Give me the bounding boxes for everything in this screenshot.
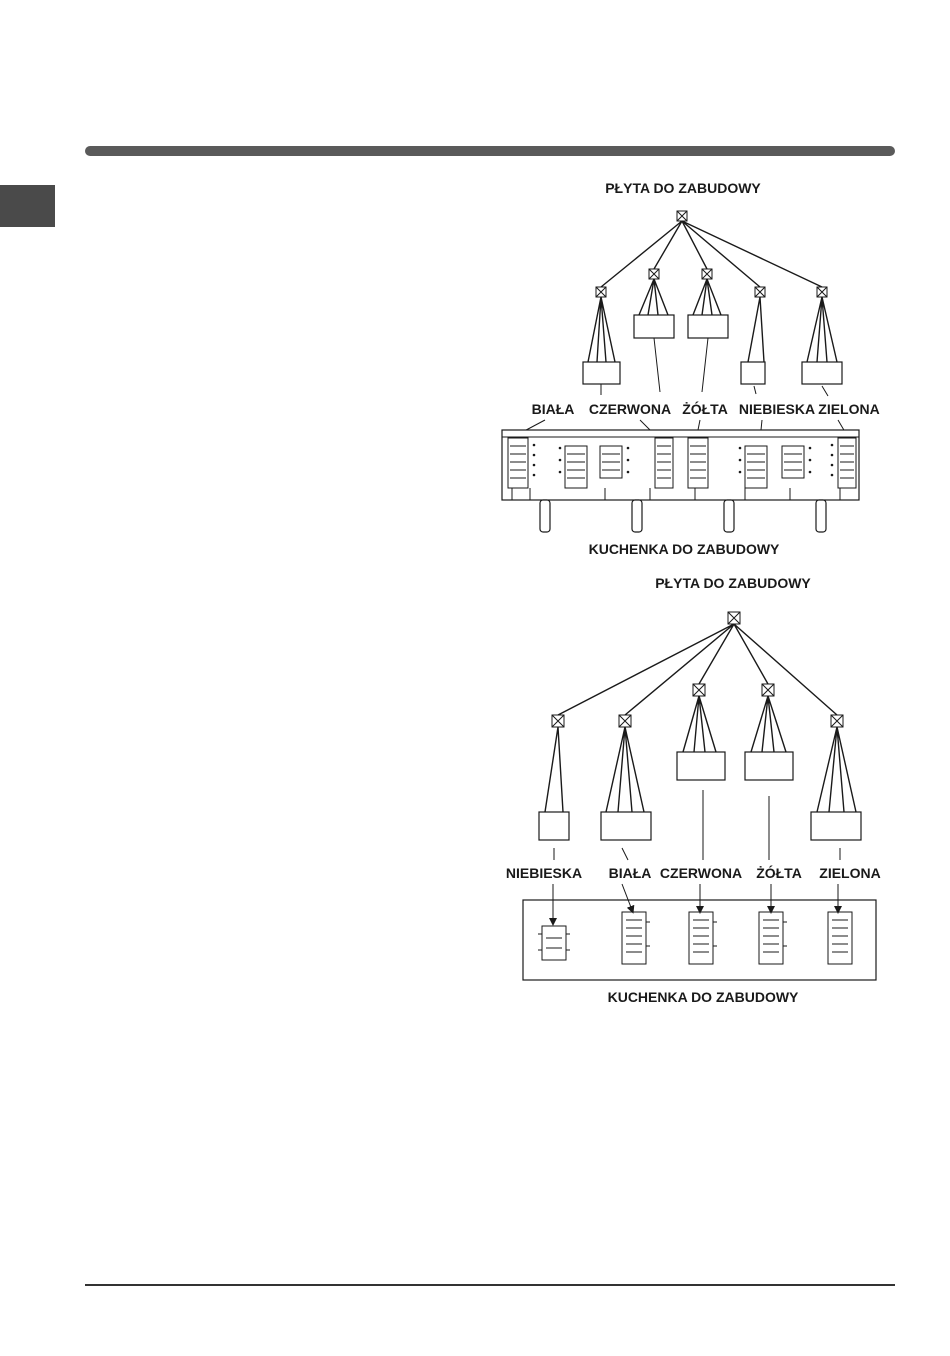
bottom-label-blue: NIEBIESKA	[506, 865, 582, 881]
top-knob-shafts	[540, 500, 826, 532]
bottom-plug-blue	[539, 727, 569, 840]
top-label-white: BIAŁA	[532, 401, 575, 417]
bottom-plug-yellow	[745, 696, 793, 780]
bottom-target-label: KUCHENKA DO ZABUDOWY	[608, 989, 799, 1005]
bottom-leader-lines	[554, 790, 840, 860]
wiring-diagram-bottom: PŁYTA DO ZABUDOWY	[506, 575, 881, 1005]
top-oven-control-panel	[502, 430, 859, 500]
top-label-green: ZIELONA	[818, 401, 879, 417]
bottom-plug-red	[677, 696, 725, 780]
top-plug-yellow	[688, 279, 728, 338]
top-target-label: KUCHENKA DO ZABUDOWY	[589, 541, 780, 557]
top-source-label: PŁYTA DO ZABUDOWY	[605, 180, 761, 196]
bottom-source-label: PŁYTA DO ZABUDOWY	[655, 575, 811, 591]
bottom-label-white: BIAŁA	[609, 865, 652, 881]
wiring-diagram-top: PŁYTA DO ZABUDOWY	[502, 180, 880, 557]
bottom-label-red: CZERWONA	[660, 865, 742, 881]
top-label-red: CZERWONA	[589, 401, 671, 417]
bottom-main-hub-icon	[728, 612, 740, 624]
top-label-yellow: ŻÓŁTA	[682, 400, 728, 417]
bottom-label-yellow: ŻÓŁTA	[756, 864, 802, 881]
top-plug-white	[583, 297, 620, 384]
top-label-blue: NIEBIESKA	[739, 401, 815, 417]
bottom-label-green: ZIELONA	[819, 865, 880, 881]
top-plug-green	[802, 297, 842, 384]
top-plug-blue	[741, 297, 765, 384]
bottom-plug-green	[811, 727, 861, 840]
bottom-plug-white	[601, 727, 651, 840]
top-leader-lines	[601, 338, 828, 396]
top-plug-red	[634, 279, 674, 338]
top-main-hub-icon	[677, 211, 687, 221]
